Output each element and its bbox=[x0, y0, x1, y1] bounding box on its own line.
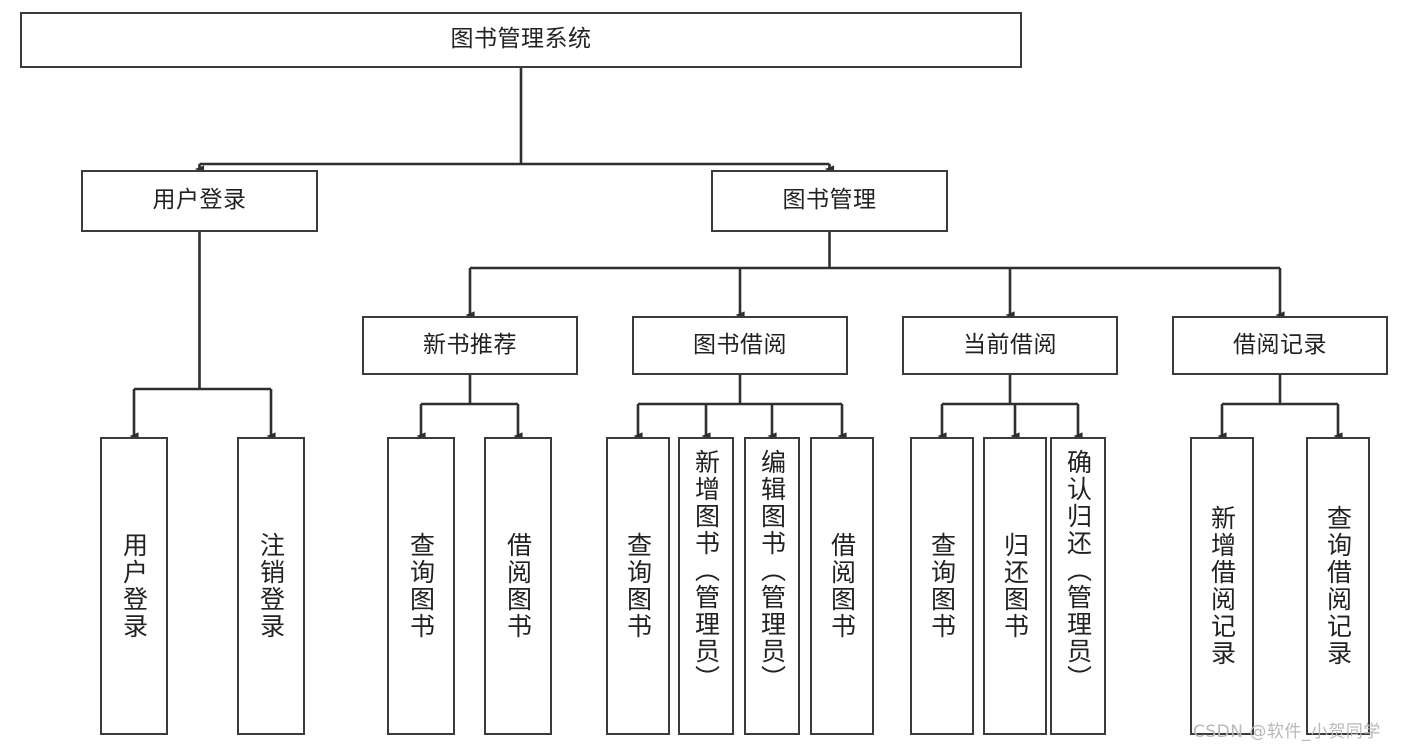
node-leaf-user-login[interactable]: 用户登录 bbox=[100, 437, 168, 735]
node-leaf-confirm-return-label: 确认归还（管理员） bbox=[1063, 449, 1093, 692]
node-current-borrow-label: 当前借阅 bbox=[963, 331, 1057, 358]
node-book-borrow[interactable]: 图书借阅 bbox=[632, 316, 848, 375]
node-user-login[interactable]: 用户登录 bbox=[81, 170, 318, 232]
csdn-watermark: CSDN @软件_小贺同学 bbox=[1193, 722, 1381, 742]
node-leaf-query-record-label: 查询借阅记录 bbox=[1323, 505, 1353, 667]
node-root-label: 图书管理系统 bbox=[450, 26, 592, 53]
node-leaf-add-record-label: 新增借阅记录 bbox=[1207, 505, 1237, 667]
node-leaf-return-book-label: 归还图书 bbox=[1000, 532, 1030, 640]
node-leaf-query-book-2-label: 查询图书 bbox=[623, 532, 653, 640]
node-leaf-borrow-book-2[interactable]: 借阅图书 bbox=[810, 437, 874, 735]
node-leaf-add-book-label: 新增图书（管理员） bbox=[691, 449, 721, 692]
node-leaf-edit-book[interactable]: 编辑图书（管理员） bbox=[744, 437, 800, 735]
node-leaf-borrow-book-1[interactable]: 借阅图书 bbox=[484, 437, 552, 735]
node-leaf-user-login-label: 用户登录 bbox=[119, 532, 149, 640]
node-current-borrow[interactable]: 当前借阅 bbox=[902, 316, 1118, 375]
node-leaf-query-book-3-label: 查询图书 bbox=[927, 532, 957, 640]
node-leaf-query-book-1[interactable]: 查询图书 bbox=[387, 437, 455, 735]
node-new-book-recommendation[interactable]: 新书推荐 bbox=[362, 316, 578, 375]
node-leaf-logout-label: 注销登录 bbox=[256, 532, 286, 640]
node-leaf-borrow-book-1-label: 借阅图书 bbox=[503, 532, 533, 640]
node-leaf-query-book-2[interactable]: 查询图书 bbox=[606, 437, 670, 735]
node-user-login-label: 用户登录 bbox=[152, 187, 247, 214]
node-leaf-query-record[interactable]: 查询借阅记录 bbox=[1306, 437, 1370, 735]
node-book-management[interactable]: 图书管理 bbox=[711, 170, 948, 232]
node-leaf-return-book[interactable]: 归还图书 bbox=[983, 437, 1047, 735]
node-borrow-record[interactable]: 借阅记录 bbox=[1172, 316, 1388, 375]
node-book-management-label: 图书管理 bbox=[782, 187, 877, 214]
node-leaf-add-book[interactable]: 新增图书（管理员） bbox=[678, 437, 734, 735]
node-leaf-confirm-return[interactable]: 确认归还（管理员） bbox=[1050, 437, 1106, 735]
node-root[interactable]: 图书管理系统 bbox=[20, 12, 1022, 68]
node-leaf-query-book-3[interactable]: 查询图书 bbox=[910, 437, 974, 735]
node-new-book-recommendation-label: 新书推荐 bbox=[423, 331, 517, 358]
node-borrow-record-label: 借阅记录 bbox=[1233, 331, 1327, 358]
node-leaf-add-record[interactable]: 新增借阅记录 bbox=[1190, 437, 1254, 735]
node-leaf-logout[interactable]: 注销登录 bbox=[237, 437, 305, 735]
node-leaf-edit-book-label: 编辑图书（管理员） bbox=[757, 449, 787, 692]
node-book-borrow-label: 图书借阅 bbox=[693, 331, 787, 358]
node-leaf-query-book-1-label: 查询图书 bbox=[406, 532, 436, 640]
node-leaf-borrow-book-2-label: 借阅图书 bbox=[827, 532, 857, 640]
